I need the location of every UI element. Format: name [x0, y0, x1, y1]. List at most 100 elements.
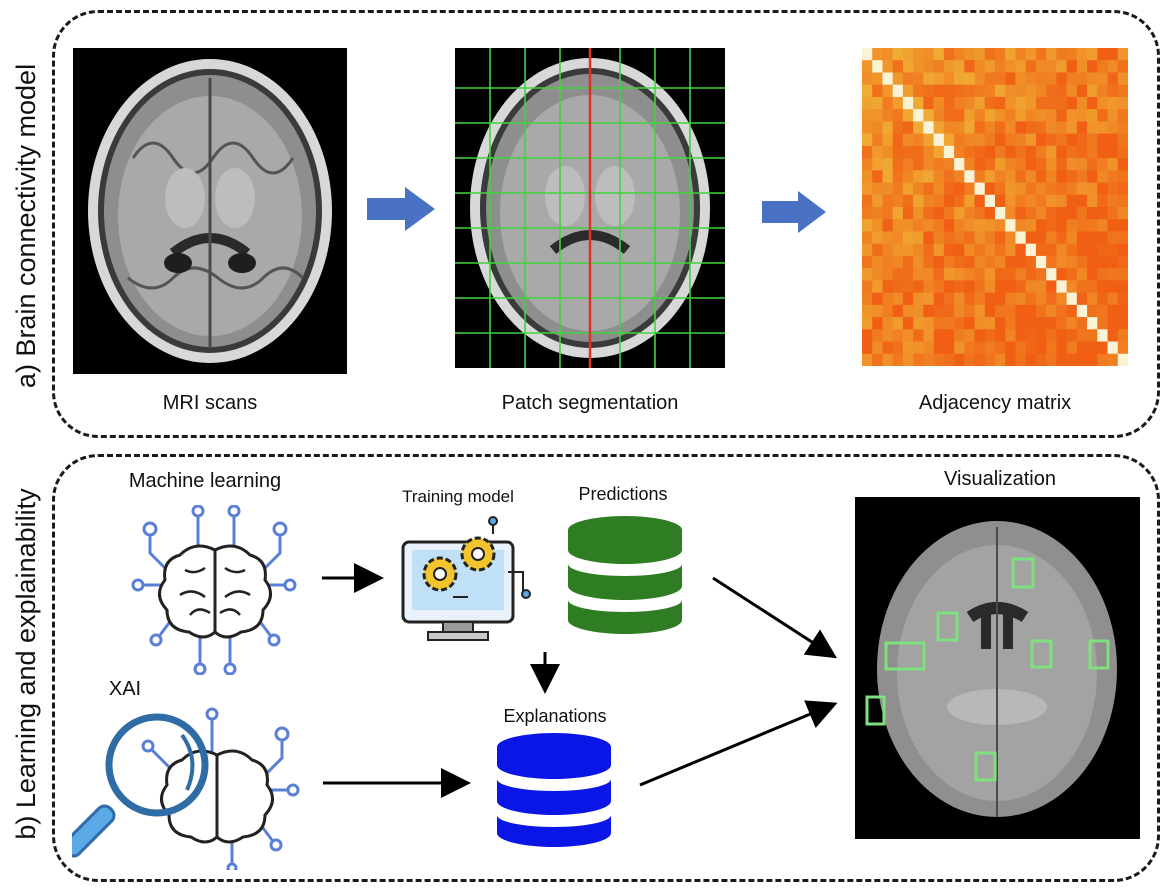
heatmap-cell: [933, 255, 945, 269]
heatmap-cell: [1046, 158, 1057, 171]
heatmap-cell: [1046, 207, 1057, 220]
heatmap-cell: [943, 231, 955, 245]
heatmap-cell: [1117, 304, 1128, 318]
heatmap-cell: [1066, 182, 1078, 196]
heatmap-cell: [943, 158, 955, 171]
heatmap-cell: [902, 84, 914, 98]
heatmap-cell: [1087, 219, 1098, 232]
heatmap-cell: [1097, 329, 1109, 343]
heatmap-cell: [933, 280, 945, 294]
heatmap-cell: [913, 48, 924, 61]
heatmap-cell: [1025, 121, 1037, 135]
heatmap-cell: [1117, 207, 1128, 220]
heatmap-cell: [1056, 84, 1068, 98]
heatmap-cell: [933, 243, 945, 257]
heatmap-cell: [882, 158, 894, 171]
heatmap-cell: [913, 60, 924, 73]
heatmap-cell: [933, 133, 945, 147]
heatmap-cell: [1087, 353, 1098, 366]
heatmap-cell: [1066, 109, 1078, 122]
heatmap-cell: [1035, 280, 1047, 294]
heatmap-cell: [913, 207, 924, 220]
heatmap-cell: [913, 280, 924, 294]
heatmap-cell: [1056, 133, 1068, 147]
heatmap-cell: [1005, 304, 1016, 318]
heatmap-cell: [1107, 158, 1119, 171]
heatmap-cell: [1005, 170, 1016, 184]
heatmap-cell: [862, 96, 873, 110]
heatmap-cell: [1117, 96, 1128, 110]
heatmap-cell: [1117, 145, 1128, 159]
heatmap-cell: [1107, 329, 1119, 343]
heatmap-cell: [1097, 341, 1109, 355]
heatmap-cell: [1076, 231, 1088, 245]
heatmap-cell: [954, 133, 965, 147]
heatmap-cell: [974, 219, 986, 232]
heatmap-cell: [1046, 48, 1057, 61]
heatmap-cell: [1097, 121, 1109, 135]
heatmap-cell: [1076, 255, 1088, 269]
heatmap-cell: [933, 72, 945, 86]
heatmap-cell: [1087, 207, 1098, 220]
heatmap-cell: [1076, 207, 1088, 220]
heatmap-cell: [892, 121, 904, 135]
heatmap-cell: [1046, 243, 1057, 257]
heatmap-cell: [913, 292, 924, 306]
heatmap-cell: [1056, 292, 1068, 306]
heatmap-cell: [1097, 158, 1109, 171]
heatmap-cell: [1035, 48, 1047, 61]
heatmap-cell: [872, 317, 883, 330]
heatmap-cell: [964, 268, 976, 281]
heatmap-cell: [1035, 207, 1047, 220]
heatmap-cell: [1107, 84, 1119, 98]
heatmap-cell: [1046, 84, 1057, 98]
heatmap-cell: [1097, 219, 1109, 232]
heatmap-cell: [984, 182, 996, 196]
heatmap-cell: [1025, 133, 1037, 147]
heatmap-cell: [1046, 255, 1057, 269]
heatmap-cell: [1097, 72, 1109, 86]
heatmap-cell: [1025, 170, 1037, 184]
heatmap-cell: [902, 133, 914, 147]
heatmap-cell: [923, 60, 935, 73]
heatmap-cell: [974, 207, 986, 220]
heatmap-cell: [1005, 219, 1016, 232]
heatmap-cell: [995, 84, 1006, 98]
heatmap-cell: [943, 121, 955, 135]
heatmap-cell: [1025, 329, 1037, 343]
heatmap-cell: [964, 48, 976, 61]
panel-a-label: a) Brain connectivity model: [11, 63, 41, 389]
heatmap-cell: [882, 207, 894, 220]
heatmap-cell: [974, 84, 986, 98]
magnifier-brain-icon: [72, 700, 302, 870]
heatmap-cell: [933, 231, 945, 245]
heatmap-cell: [933, 207, 945, 220]
heatmap-cell: [1097, 133, 1109, 147]
heatmap-cell: [995, 170, 1006, 184]
heatmap-cell: [1117, 353, 1128, 366]
heatmap-cell: [862, 341, 873, 355]
heatmap-cell: [1066, 207, 1078, 220]
heatmap-cell: [1005, 145, 1016, 159]
heatmap-cell: [913, 219, 924, 232]
heatmap-cell: [995, 280, 1006, 294]
heatmap-cell: [1087, 170, 1098, 184]
heatmap-cell: [1097, 48, 1109, 61]
heatmap-cell: [1076, 194, 1088, 208]
heatmap-cell: [882, 194, 894, 208]
heatmap-cell: [1087, 231, 1098, 245]
heatmap-cell: [974, 317, 986, 330]
heatmap-cell: [1025, 109, 1037, 122]
heatmap-cell: [1025, 219, 1037, 232]
heatmap-cell: [964, 329, 976, 343]
heatmap-cell: [1025, 280, 1037, 294]
heatmap-cell: [892, 145, 904, 159]
heatmap-cell: [1056, 109, 1068, 122]
heatmap-cell: [1076, 84, 1088, 98]
heatmap-cell: [872, 231, 883, 245]
heatmap-cell: [1015, 280, 1027, 294]
heatmap-cell: [1015, 72, 1027, 86]
heatmap-cell: [1076, 48, 1088, 61]
heatmap-cell: [974, 292, 986, 306]
heatmap-cell: [872, 158, 883, 171]
